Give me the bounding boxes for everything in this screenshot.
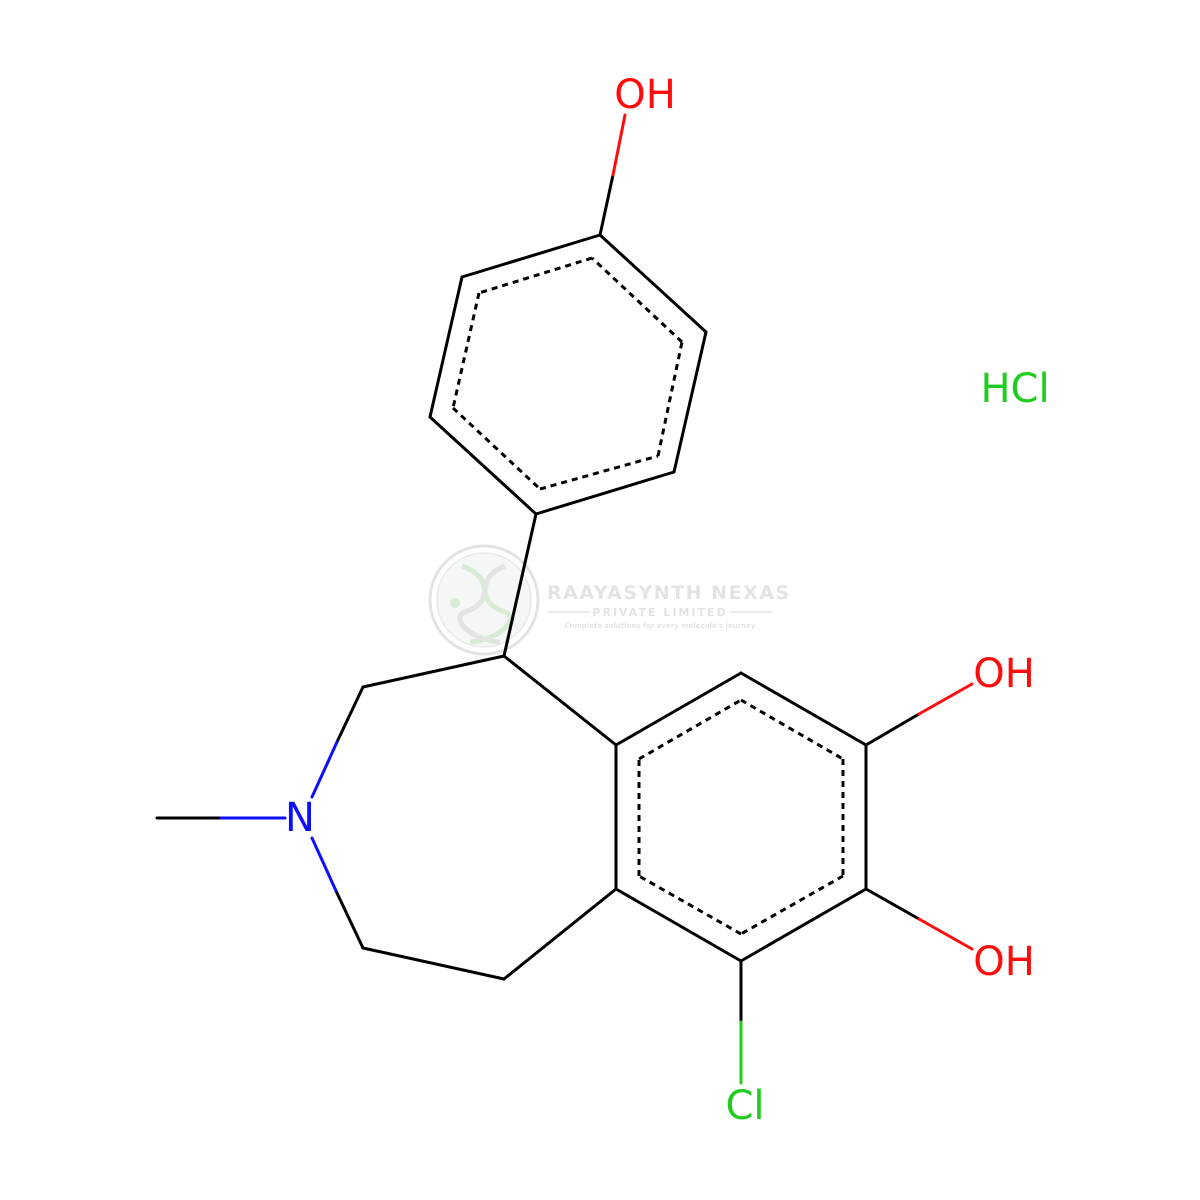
bonds bbox=[155, 113, 974, 1085]
bond bbox=[361, 654, 506, 689]
watermark-logo-icon bbox=[428, 544, 540, 656]
hydroxyl-label-upper-right: OH bbox=[973, 651, 1035, 697]
watermark-subtitle: PRIVATE LIMITED bbox=[592, 606, 727, 619]
aromatic-bond bbox=[656, 341, 684, 457]
watermark-tagline: Complete solutions for every molecule's … bbox=[565, 622, 756, 630]
bond bbox=[361, 946, 506, 981]
chlorine-label: Cl bbox=[725, 1083, 764, 1129]
bond bbox=[614, 671, 743, 747]
nitrogen-label: N bbox=[285, 795, 315, 841]
bond bbox=[614, 887, 743, 963]
watermark-title: RAAYASYNTH NEXAS bbox=[547, 582, 791, 604]
salt-label: HCl bbox=[980, 366, 1049, 412]
aromatic-bond bbox=[451, 406, 542, 491]
bond bbox=[310, 836, 339, 895]
bond bbox=[739, 671, 868, 747]
bond bbox=[598, 233, 708, 334]
bond bbox=[502, 887, 618, 981]
bond bbox=[864, 887, 921, 921]
hydroxyl-label-top: OH bbox=[614, 72, 676, 118]
aromatic-bond bbox=[539, 454, 659, 491]
aromatic-bond bbox=[740, 698, 844, 761]
bond bbox=[310, 740, 339, 799]
bond bbox=[598, 173, 615, 237]
bond bbox=[864, 712, 921, 747]
hydroxyl-label-lower-right: OH bbox=[973, 939, 1035, 985]
bond bbox=[672, 330, 708, 474]
aromatic-bond bbox=[590, 256, 684, 344]
bond bbox=[611, 113, 627, 177]
bond bbox=[502, 654, 618, 747]
aromatic-bond bbox=[638, 698, 742, 761]
bond bbox=[917, 682, 974, 716]
bond bbox=[917, 917, 974, 951]
watermark: RAAYASYNTH NEXAS PRIVATE LIMITED Complet… bbox=[428, 544, 791, 656]
bond bbox=[739, 887, 868, 963]
bond bbox=[534, 470, 676, 516]
bond bbox=[335, 685, 365, 744]
bond bbox=[460, 233, 602, 279]
atom-labels: OH OH OH Cl N HCl bbox=[285, 72, 1050, 1129]
aromatic-bond bbox=[478, 256, 593, 295]
bond bbox=[502, 512, 538, 658]
aromatic-bond bbox=[740, 874, 844, 936]
bond bbox=[335, 891, 365, 950]
bond bbox=[428, 275, 464, 419]
aromatic-bond bbox=[451, 292, 481, 409]
aromatic-bond bbox=[638, 874, 742, 936]
bond bbox=[428, 415, 538, 516]
